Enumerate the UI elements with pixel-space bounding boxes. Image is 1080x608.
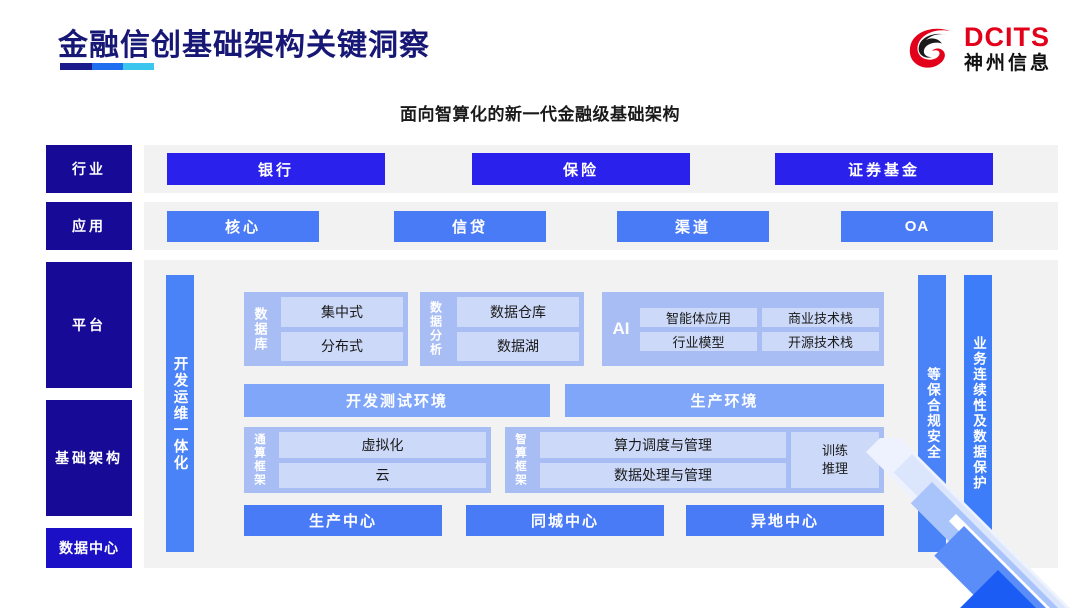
row-label-datacenter: 数据中心 <box>46 528 132 568</box>
brand-logo-text: DCITS 神州信息 <box>963 21 1052 74</box>
brand-name-en: DCITS <box>963 21 1050 52</box>
side-bar-business-continuity: 业务连续性及数据保护 <box>964 275 992 552</box>
group-intelligent-compute-framework: 智算框架 算力调度与管理 数据处理与管理 训练 推理 <box>505 427 884 493</box>
general-compute-cell-cloud[interactable]: 云 <box>279 462 486 488</box>
group-database: 数据库 集中式 分布式 <box>244 292 408 366</box>
intelligent-compute-cell-scheduling[interactable]: 算力调度与管理 <box>540 432 786 458</box>
group-intelligent-compute-label: 智算框架 <box>514 433 526 487</box>
ai-cell-agent-apps[interactable]: 智能体应用 <box>640 307 757 327</box>
group-data-analytics-cell-warehouse[interactable]: 数据仓库 <box>457 297 579 327</box>
application-item-oa[interactable]: OA <box>841 211 993 242</box>
ai-cell-opensource-stack[interactable]: 开源技术栈 <box>762 331 879 351</box>
group-database-label: 数据库 <box>252 306 268 352</box>
devops-vertical-bar: 开发运维一体化 <box>166 275 194 552</box>
page-title: 金融信创基础架构关键洞察 <box>58 29 430 62</box>
datacenter-item-production[interactable]: 生产中心 <box>244 505 442 536</box>
diagram-subtitle: 面向智算化的新一代金融级基础架构 <box>400 105 680 124</box>
row-label-industry: 行业 <box>46 145 132 193</box>
intelligent-compute-cell-data-mgmt[interactable]: 数据处理与管理 <box>540 462 786 488</box>
dcits-swirl-icon <box>904 22 956 74</box>
stripe-6 <box>948 570 1080 608</box>
row-label-infrastructure: 基础架构 <box>46 400 132 516</box>
ai-cell-commercial-stack[interactable]: 商业技术栈 <box>762 307 879 327</box>
side-bar-compliance-security: 等保合规安全 <box>918 275 946 552</box>
rule-segment-3 <box>122 63 154 70</box>
brand-logo: DCITS 神州信息 <box>904 18 1052 78</box>
group-database-cell-distributed[interactable]: 分布式 <box>281 331 403 361</box>
group-general-compute-framework: 通算框架 虚拟化 云 <box>244 427 491 493</box>
intelligent-compute-cell-train-infer[interactable]: 训练 推理 <box>791 432 879 488</box>
application-item-core[interactable]: 核心 <box>167 211 319 242</box>
application-item-credit[interactable]: 信贷 <box>394 211 546 242</box>
group-data-analytics-cell-lake[interactable]: 数据湖 <box>457 331 579 361</box>
brand-name-cn: 神州信息 <box>963 52 1052 74</box>
ai-cell-industry-model[interactable]: 行业模型 <box>640 331 757 351</box>
group-data-analytics-label: 数据分析 <box>428 301 443 357</box>
train-label: 训练 <box>821 443 848 459</box>
group-database-cell-centralized[interactable]: 集中式 <box>281 297 403 327</box>
environment-production[interactable]: 生产环境 <box>565 384 884 417</box>
industry-item-banking[interactable]: 银行 <box>167 153 385 185</box>
general-compute-cell-virtualization[interactable]: 虚拟化 <box>279 432 486 458</box>
group-ai: AI 智能体应用 商业技术栈 行业模型 开源技术栈 <box>602 292 884 366</box>
row-label-application: 应用 <box>46 202 132 250</box>
group-general-compute-label: 通算框架 <box>253 433 265 487</box>
group-ai-label: AI <box>612 319 630 338</box>
industry-item-securities[interactable]: 证券基金 <box>775 153 993 185</box>
infer-label: 推理 <box>821 461 848 476</box>
group-data-analytics: 数据分析 数据仓库 数据湖 <box>420 292 584 366</box>
rule-segment-2 <box>91 63 123 70</box>
rule-segment-1 <box>60 63 92 70</box>
row-label-platform: 平台 <box>46 262 132 388</box>
environment-dev-test[interactable]: 开发测试环境 <box>244 384 550 417</box>
datacenter-item-remote[interactable]: 异地中心 <box>686 505 884 536</box>
industry-item-insurance[interactable]: 保险 <box>472 153 690 185</box>
title-accent-rule <box>60 63 154 70</box>
application-item-channel[interactable]: 渠道 <box>617 211 769 242</box>
datacenter-item-metro[interactable]: 同城中心 <box>466 505 664 536</box>
